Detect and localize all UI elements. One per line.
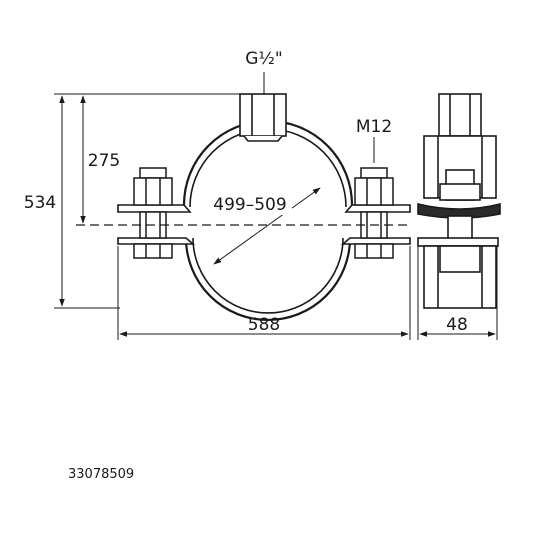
dimension-lines: [54, 72, 498, 340]
clamp-band: [182, 119, 354, 322]
left-bolt: [133, 167, 173, 259]
bolt-size-label: M12: [356, 117, 392, 137]
front-view: [76, 93, 412, 322]
overall-height-label: 534: [24, 193, 56, 213]
article-number: 33078509: [68, 467, 134, 482]
clamp-range-label: 499–509: [213, 195, 286, 215]
side-view: [417, 93, 501, 309]
threaded-boss: [239, 93, 287, 142]
right-bolt: [354, 167, 394, 259]
thread-connection-label: G½": [245, 49, 282, 69]
overall-width-label: 588: [248, 315, 280, 335]
lower-flanges: [117, 237, 411, 245]
band-width-label: 48: [446, 315, 468, 335]
height-to-center-label: 275: [88, 151, 120, 171]
clamp-range-label-bg: [208, 193, 292, 215]
side-band: [417, 202, 501, 219]
